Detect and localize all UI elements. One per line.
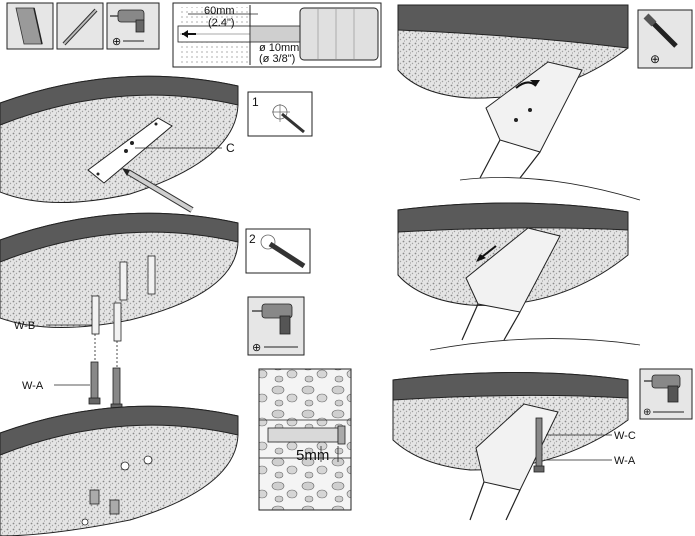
step-drill-inset: 2 [245,228,311,274]
step-mark-number: 1 [252,95,259,109]
drill-icon [252,303,293,335]
ceiling-step-installed [0,405,239,536]
drill-icon [644,374,681,403]
pencil-icon [122,168,194,213]
bolt-label-right: W-A [614,455,636,467]
bolt-label-left: W-A [22,380,44,392]
screwdriver-icon [643,13,678,48]
drill-icon [110,9,145,33]
gap-dimension-label: 5mm [296,447,329,464]
drill-spec-panel: 60mm (2.4") ø 10mm (ø 3/8") [172,2,382,68]
drill-box-mid: ⊕ [247,296,305,356]
plus-symbol-icon: ⊕ [112,36,121,48]
template-label: C [226,141,235,155]
tool-box-wall [6,2,54,50]
ceiling-mount-bracket [461,227,561,341]
ceiling-step-hang [397,4,641,201]
step-mark-inset: 1 [247,91,313,137]
plus-symbol-icon: ⊕ [650,52,660,66]
screwdriver-box: ⊕ [637,9,693,69]
diameter-in-label: (ø 3/8") [259,53,295,65]
ceiling-step-slide [397,202,641,351]
plus-symbol-icon: ⊕ [252,342,261,354]
lag-bolt [88,361,123,411]
pencil-box [56,2,104,50]
ceiling-mount-bracket [479,61,583,179]
lag-bolt [533,417,545,473]
ceiling-step-mark: C [0,75,239,213]
ceiling-step-anchors: W-B W-A [0,212,239,411]
drill-tool-box: ⊕ [106,2,160,50]
gap-detail-panel: 5mm [258,368,352,511]
depth-in-label: (2.4") [208,17,235,29]
anchor-label: W-B [14,320,35,332]
drill-box-right: ⊕ [639,368,693,420]
depth-mm-label: 60mm [204,5,235,17]
wall-anchor [91,255,156,342]
step-drill-number: 2 [249,232,256,246]
mounting-template [87,117,173,184]
washer-label: W-C [614,430,636,442]
plus-symbol-icon: ⊕ [643,407,651,418]
diameter-mm-label: ø 10mm [259,42,299,54]
ceiling-step-secure: W-C W-A [392,372,636,521]
